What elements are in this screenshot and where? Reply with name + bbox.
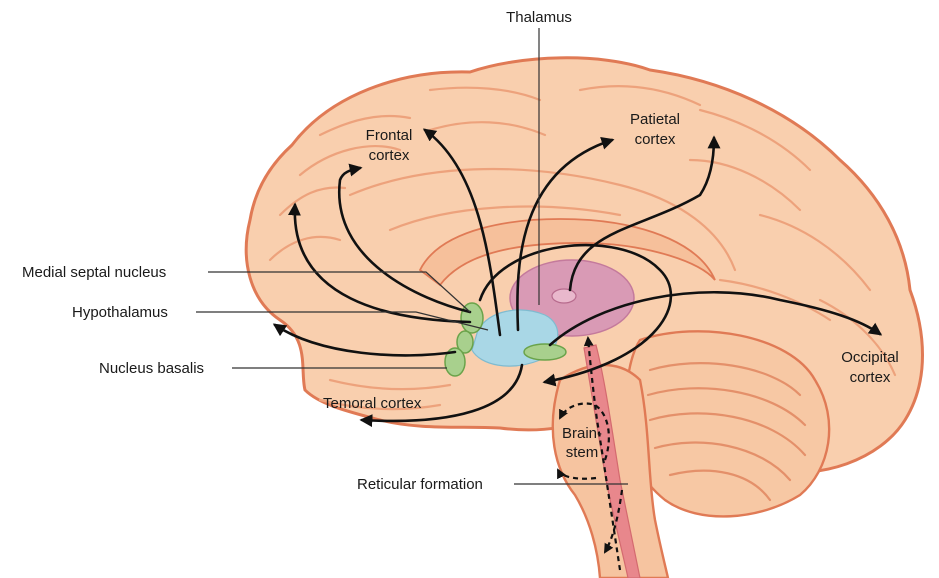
label-thalamus: Thalamus bbox=[506, 9, 572, 26]
label-parietal-2: cortex bbox=[635, 131, 676, 148]
label-brainstem-2: stem bbox=[566, 444, 599, 461]
label-frontal-2: cortex bbox=[369, 147, 410, 164]
label-reticular: Reticular formation bbox=[357, 476, 483, 493]
label-occipital-1: Occipital bbox=[841, 349, 899, 366]
brainstem-nucleus bbox=[524, 344, 566, 360]
thalamus-core bbox=[552, 289, 576, 303]
label-medial-septal: Medial septal nucleus bbox=[22, 264, 166, 281]
label-temporal: Temoral cortex bbox=[323, 395, 422, 412]
label-parietal-1: Patietal bbox=[630, 111, 680, 128]
label-occipital-2: cortex bbox=[850, 369, 891, 386]
label-brainstem-1: Brain- bbox=[562, 425, 602, 442]
label-hypothalamus: Hypothalamus bbox=[72, 304, 168, 321]
label-frontal-1: Frontal bbox=[366, 127, 413, 144]
label-nucleus-basalis: Nucleus basalis bbox=[99, 360, 204, 377]
